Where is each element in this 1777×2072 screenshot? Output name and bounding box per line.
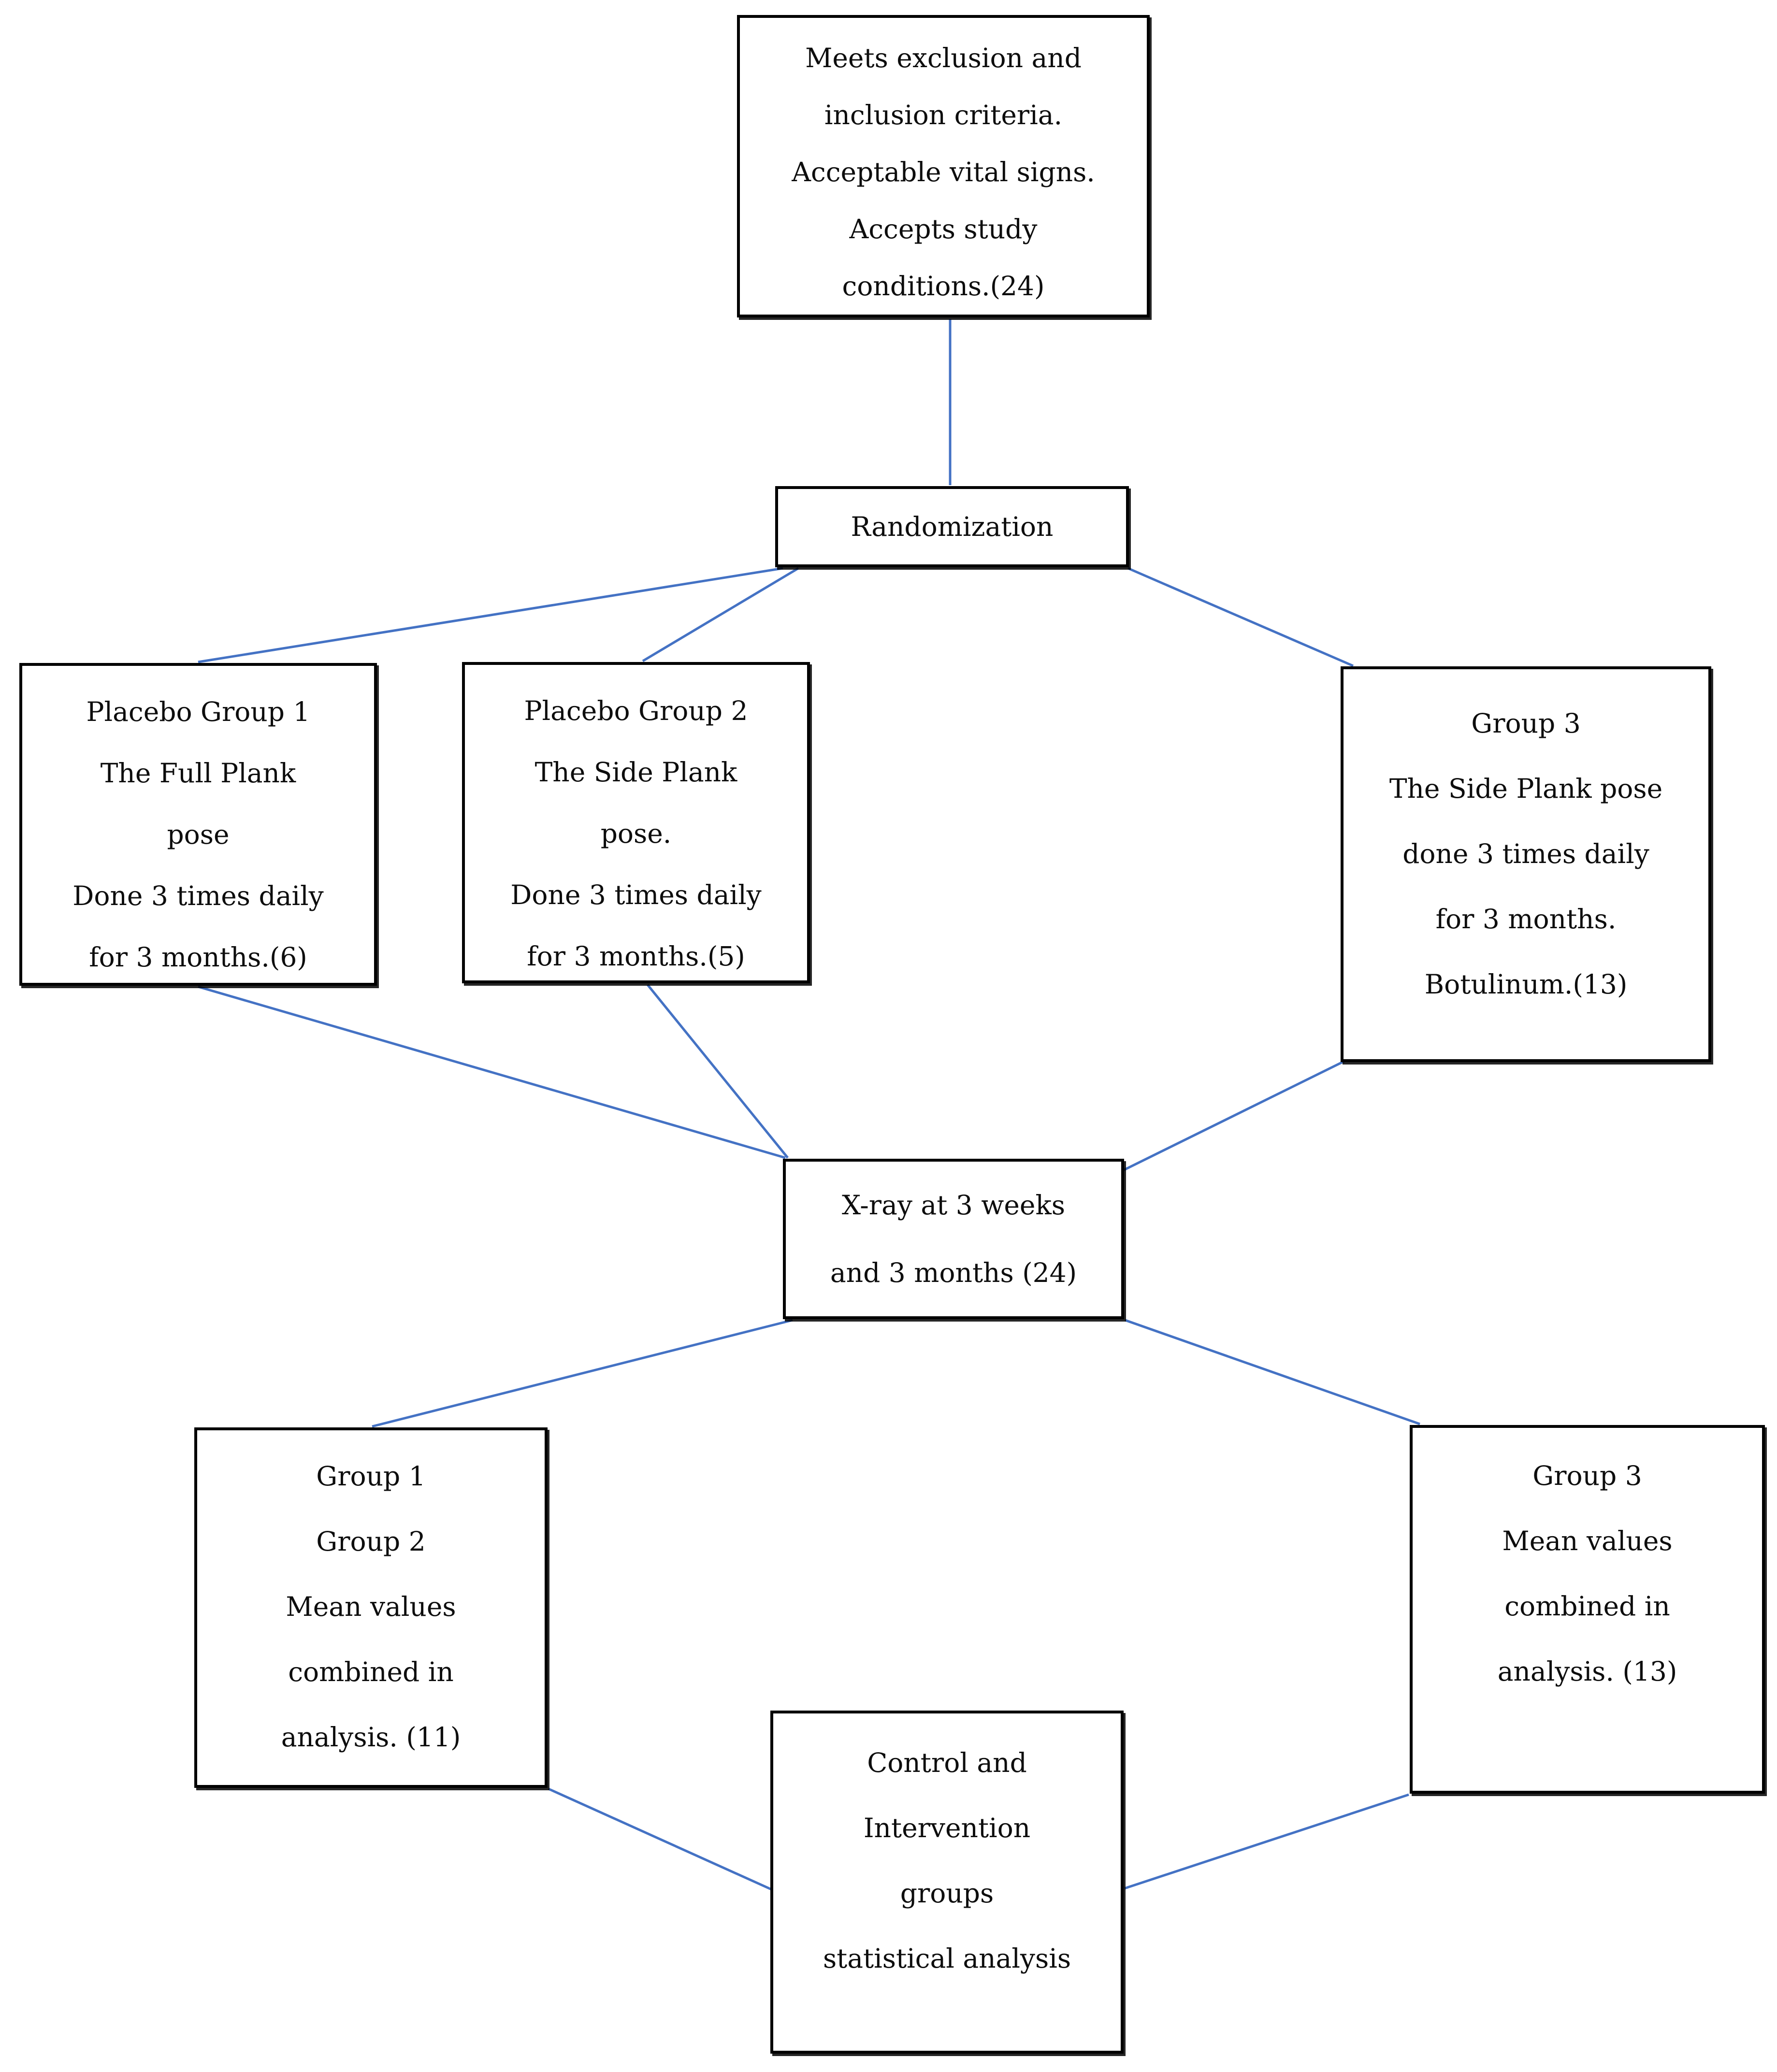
text-line: Group 2: [316, 1526, 426, 1557]
text-line: Placebo Group 2: [524, 695, 748, 726]
text-line: groups: [900, 1878, 994, 1909]
text-line: The Side Plank pose: [1389, 773, 1663, 804]
text-line: Group 3: [1532, 1460, 1642, 1491]
text-line: Placebo Group 1: [86, 696, 310, 727]
text-line: Intervention: [863, 1813, 1031, 1843]
text-line: Done 3 times daily: [72, 880, 324, 911]
connector-group3-to-xray: [1122, 1059, 1346, 1172]
connector-randomization-to-placebo2: [642, 567, 799, 662]
text-line: The Side Plank: [535, 757, 737, 788]
connector-group3b-to-stats: [1124, 1793, 1409, 1890]
text-line: analysis. (13): [1497, 1656, 1677, 1687]
node-placebo-group-2: Placebo Group 2 The Side Plank pose. Don…: [462, 662, 810, 983]
text-line: Mean values: [286, 1591, 456, 1622]
text-line: Mean values: [1502, 1525, 1673, 1556]
text-line: pose.: [600, 818, 672, 849]
text-line: Botulinum.(13): [1424, 969, 1628, 1000]
text-line: Done 3 times daily: [510, 879, 762, 910]
connector-xray-to-group3b: [1125, 1319, 1420, 1425]
connector-placebo2-to-xray: [647, 984, 789, 1159]
node-group-3-analysis: Group 3 Mean values combined in analysis…: [1410, 1425, 1765, 1794]
connector-randomization-to-group3: [1127, 567, 1354, 667]
text-line: The Full Plank: [100, 758, 296, 789]
text-line: Control and: [867, 1747, 1027, 1778]
text-line: conditions.(24): [842, 271, 1045, 302]
text-line: Group 3: [1471, 708, 1581, 739]
text-line: Randomization: [851, 511, 1054, 542]
text-line: Group 1: [316, 1461, 426, 1492]
text-line: analysis. (11): [281, 1722, 461, 1753]
text-line: combined in: [288, 1656, 454, 1687]
text-line: pose: [167, 819, 230, 850]
node-placebo-group-1: Placebo Group 1 The Full Plank pose Done…: [19, 663, 377, 986]
text-line: for 3 months.(6): [89, 942, 307, 973]
node-groups-1-2-analysis: Group 1 Group 2 Mean values combined in …: [194, 1427, 548, 1788]
text-line: combined in: [1504, 1591, 1670, 1622]
node-statistical-analysis: Control and Intervention groups statisti…: [770, 1711, 1124, 2054]
node-group-3: Group 3 The Side Plank pose done 3 times…: [1341, 666, 1711, 1062]
text-line: inclusion criteria.: [824, 100, 1063, 130]
text-line: for 3 months.(5): [527, 941, 745, 972]
connector-placebo1-to-xray: [198, 985, 786, 1159]
text-line: and 3 months (24): [830, 1257, 1077, 1288]
text-line: X-ray at 3 weeks: [842, 1190, 1065, 1221]
node-randomization: Randomization: [775, 486, 1129, 567]
connector-randomization-to-placebo1: [198, 567, 783, 663]
connector-groups12-to-stats: [548, 1787, 772, 1891]
text-line: for 3 months.: [1435, 904, 1617, 935]
node-xray-followup: X-ray at 3 weeks and 3 months (24): [783, 1159, 1124, 1319]
node-eligibility-criteria: Meets exclusion and inclusion criteria. …: [737, 15, 1150, 317]
text-line: statistical analysis: [823, 1943, 1071, 1974]
connector-xray-to-groups12: [372, 1319, 793, 1428]
text-line: done 3 times daily: [1402, 838, 1649, 869]
text-line: Meets exclusion and: [805, 43, 1082, 73]
text-line: Accepts study: [849, 214, 1038, 245]
text-line: Acceptable vital signs.: [792, 157, 1095, 187]
